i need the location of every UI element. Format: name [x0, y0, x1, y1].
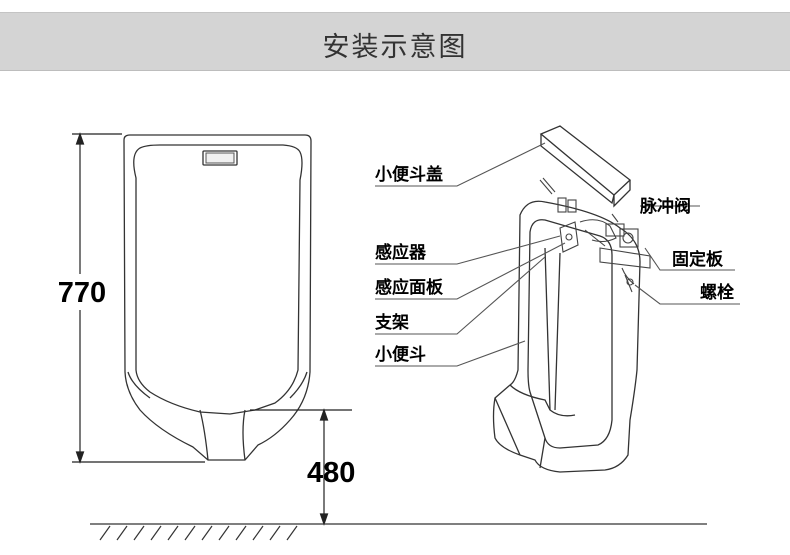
exploded-view [492, 125, 651, 473]
label-urinal-cover: 小便斗盖 [375, 164, 443, 185]
label-pulse-valve: 脉冲阀 [639, 196, 691, 217]
label-bolt: 螺栓 [700, 282, 734, 303]
dimension-480-label: 480 [307, 457, 355, 489]
mount-height-dimension-480 [250, 408, 352, 526]
label-sensor-panel: 感应面板 [375, 277, 444, 298]
label-fixing-plate: 固定板 [672, 249, 724, 270]
dimension-label-bg [60, 274, 104, 310]
floor-line [90, 523, 707, 541]
urinal-cover-part [539, 125, 632, 208]
header-bar: 安装示意图 [0, 12, 790, 71]
dimension-770-label: 770 [58, 277, 106, 309]
leader-lines [375, 142, 740, 367]
page-title: 安装示意图 [322, 32, 468, 63]
label-bracket: 支架 [375, 312, 409, 333]
urinal-body-part [492, 200, 641, 473]
label-sensor: 感应器 [375, 242, 427, 263]
label-urinal: 小便斗 [375, 344, 426, 365]
front-view-urinal [123, 134, 312, 461]
